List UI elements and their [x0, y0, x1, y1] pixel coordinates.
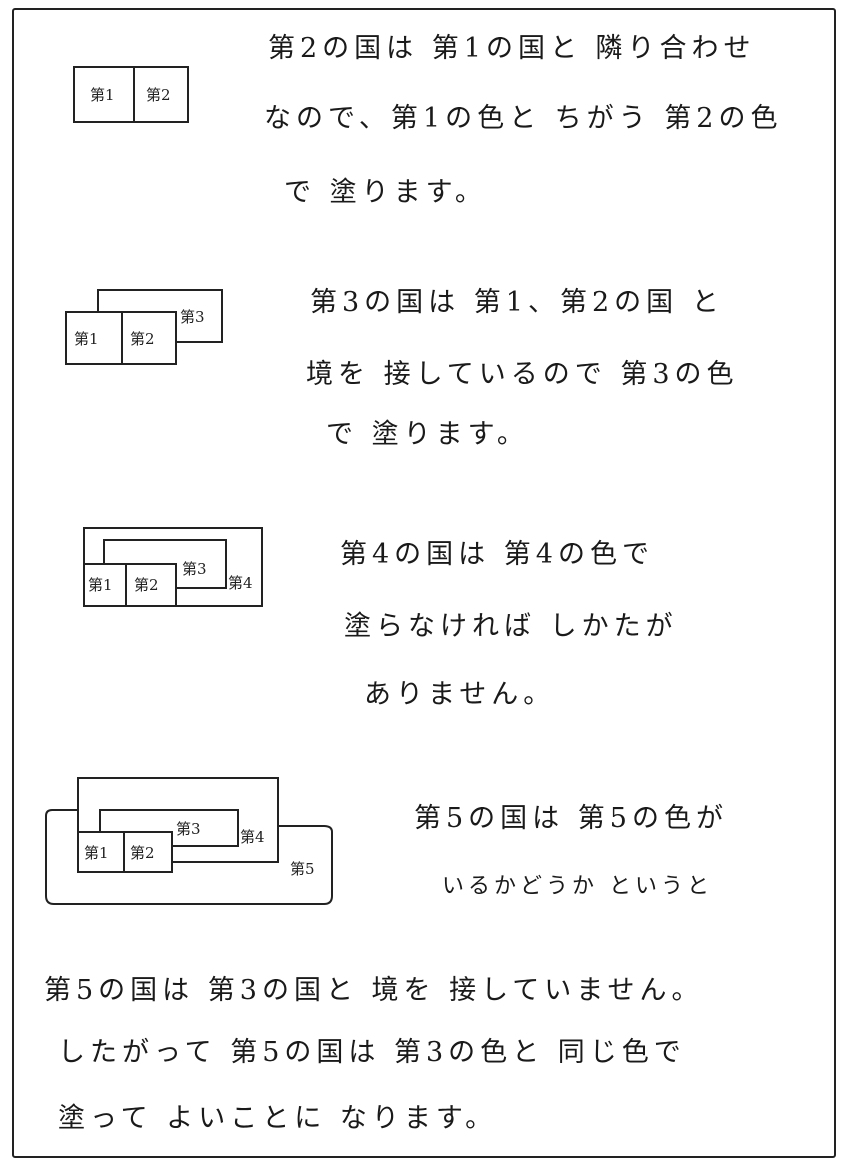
country-3-region [103, 539, 227, 589]
country-4-label: 第4 [228, 574, 253, 592]
country-5-label: 第5 [290, 860, 315, 878]
country-2-region [123, 831, 173, 873]
notebook-page [12, 8, 836, 1158]
country-2-region [125, 563, 177, 607]
country-1-label: 第1 [74, 330, 99, 348]
paragraph-5-line-2: したがって 第5の国は 第3の色と 同じ色で [58, 1037, 686, 1068]
country-3-label: 第3 [176, 820, 201, 838]
paragraph-5-line-3: 塗って よいことに なります。 [58, 1103, 498, 1134]
country-4-region [83, 527, 263, 607]
paragraph-3-line-2: 塗らなければ しかたが [344, 611, 678, 642]
country-4-region [77, 777, 279, 863]
paragraph-3-line-3: ありません。 [364, 679, 556, 710]
paragraph-1-line-3: で 塗ります。 [284, 177, 487, 208]
paragraph-1-line-1: 第2の国は 第1の国と 隣り合わせ [268, 33, 756, 64]
country-3-region [97, 289, 223, 343]
country-3-region [99, 809, 239, 847]
country-1-label: 第1 [84, 844, 109, 862]
paragraph-4-line-1: 第5の国は 第5の色が [414, 803, 728, 834]
country-2-label: 第2 [134, 576, 159, 594]
map-diagram-4: 第1 第2 第3 第4 第5 [45, 777, 333, 905]
paragraph-3-line-1: 第4の国は 第4の色で [340, 539, 654, 570]
paragraph-1-line-2: なので、第1の色と ちがう 第2の色 [264, 103, 783, 134]
map-diagram-3: 第1 第2 第3 第4 [83, 527, 263, 607]
country-3-label: 第3 [182, 560, 207, 578]
paragraph-2-line-2: 境を 接しているので 第3の色 [306, 359, 739, 390]
country-1-label: 第1 [88, 576, 113, 594]
paragraph-4-line-2: いるかどうか というと [442, 874, 713, 899]
country-2-region [121, 311, 177, 365]
country-2-label: 第2 [146, 86, 171, 104]
map-diagram-2: 第1 第2 第3 [65, 289, 223, 365]
paragraph-2-line-1: 第3の国は 第1、第2の国 と [310, 287, 724, 318]
paragraph-5-line-1: 第5の国は 第3の国と 境を 接していません。 [44, 975, 704, 1006]
country-2-region [133, 66, 189, 123]
country-1-label: 第1 [90, 86, 115, 104]
country-2-label: 第2 [130, 330, 155, 348]
country-3-label: 第3 [180, 308, 205, 326]
country-5-region [45, 809, 333, 905]
country-4-label: 第4 [240, 828, 265, 846]
paragraph-2-line-3: で 塗ります。 [326, 419, 529, 450]
country-2-label: 第2 [130, 844, 155, 862]
map-diagram-1: 第1 第2 [73, 66, 189, 123]
